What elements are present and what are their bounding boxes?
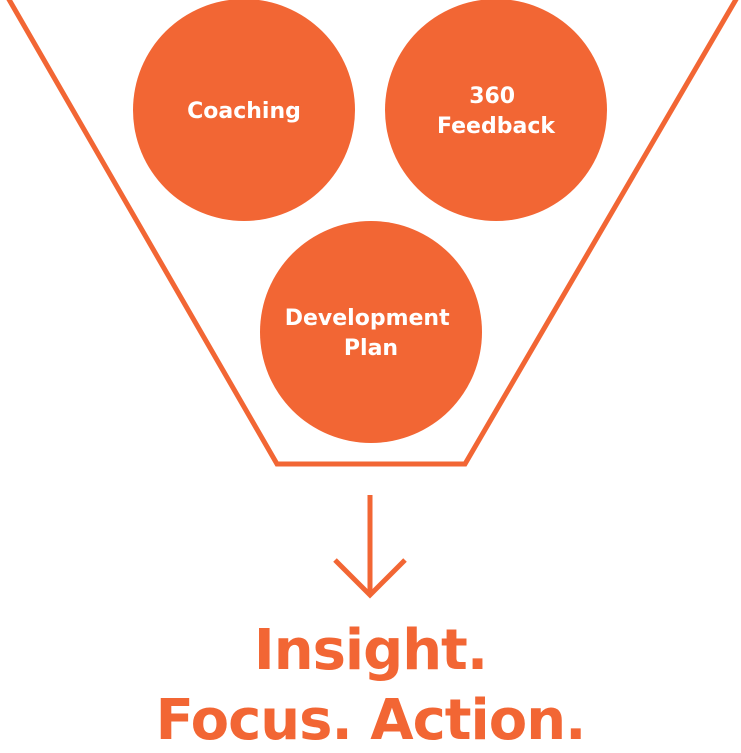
arrow-down-icon [333,495,407,599]
arrow-head [333,558,407,599]
funnel-outline [6,0,739,467]
circle-development-plan-label-line-1: Development [285,306,450,331]
tagline-focus-action: Focus. Action. [155,688,587,753]
circle-360-feedback-shape [385,0,607,221]
circle-360-feedback-label-line-2: Feedback [437,114,556,139]
circle-coaching: Coaching [133,0,355,221]
circle-360-feedback-label-line-1: 360 [469,84,515,109]
circle-coaching-label: Coaching [187,99,301,124]
circle-development-plan-label-line-2: Plan [344,336,398,361]
tagline-insight: Insight. [253,618,488,683]
circle-development-plan-shape [260,221,482,443]
circle-360-feedback-label: 360 Feedback [437,84,556,139]
circle-coaching-label-line-1: Coaching [187,99,301,124]
circle-development-plan: Development Plan [260,221,482,443]
circle-development-plan-label: Development Plan [285,306,458,361]
circle-360-feedback: 360 Feedback [385,0,607,221]
circle-coaching-shape [133,0,355,221]
